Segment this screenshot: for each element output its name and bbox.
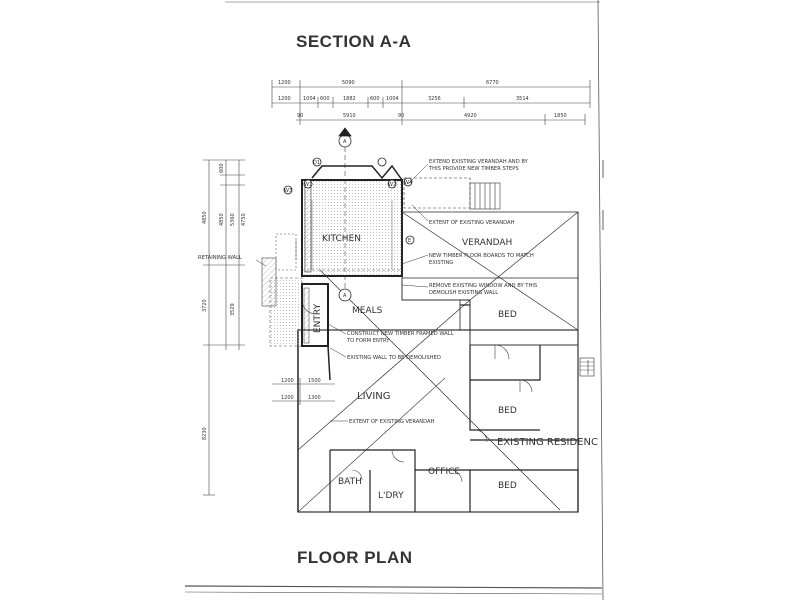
note-extent-verandah-top: EXTENT OF EXISTING VERANDAH [429, 220, 515, 226]
dim-label: 3529 [230, 303, 236, 316]
door-tag: D1 [313, 160, 320, 166]
room-label-verandah: VERANDAH [462, 238, 512, 248]
section-markers [283, 127, 415, 302]
dim-label: 1200 [278, 96, 291, 102]
mid-dimensions [272, 378, 335, 405]
dim-label: 8230 [202, 427, 208, 440]
dim-label: 6770 [486, 80, 499, 86]
room-label-laundry: L'DRY [378, 491, 404, 501]
retaining-wall [261, 233, 297, 307]
sheet-border [184, 0, 604, 600]
dim-label: 90 [398, 113, 404, 119]
room-label-bed: BED [498, 406, 517, 416]
note-wall-demolished: EXISTING WALL TO BE DEMOLISHED [347, 355, 441, 361]
note-construct-wall-2: TO FORM ENTRY [346, 338, 390, 344]
dim-label: 600 [219, 163, 225, 173]
room-label-living: LIVING [357, 391, 391, 402]
note-extend-verandah-2: THIS PROVIDE NEW TIMBER STEPS [428, 166, 519, 172]
room-label-bed: BED [498, 481, 517, 491]
note-floor-boards-2: EXISTING [429, 260, 453, 266]
section-marker-label: A [343, 139, 347, 145]
dim-label: 1200 [278, 80, 291, 86]
dim-label: 1500 [308, 378, 321, 384]
note-extend-verandah-1: EXTEND EXISTING VERANDAH AND BY [429, 159, 529, 165]
verandah-steps [403, 177, 501, 210]
dim-label: 1300 [308, 395, 321, 401]
note-leaders [255, 163, 429, 422]
section-title: SECTION A-A [296, 32, 412, 51]
room-label-meals: MEALS [352, 306, 383, 316]
section-marker-label: A [343, 293, 347, 299]
room-label-entry: ENTRY [313, 303, 323, 333]
note-floor-boards-1: NEW TIMBER FLOOR BOARDS TO MATCH [429, 253, 534, 259]
room-label-kitchen: KITCHEN [322, 234, 361, 244]
dim-label: 5090 [342, 80, 355, 86]
dim-label: 600 [320, 96, 330, 102]
dim-label: 4920 [464, 113, 477, 119]
window-tag: W1 [304, 182, 312, 188]
dim-label: 1200 [281, 378, 294, 384]
elevation-tag: E [408, 238, 411, 244]
note-remove-window-2: DEMOLISH EXISTING WALL [429, 290, 498, 296]
note-retaining-wall: RETAINING WALL [198, 255, 242, 261]
note-remove-window-1: REMOVE EXISTING WINDOW AND BY THIS [429, 283, 537, 289]
window-tag: W4 [404, 180, 412, 186]
dim-label: 3256 [428, 96, 441, 102]
dim-label: 5910 [343, 113, 356, 119]
top-dimension-labels: 1200 5090 6770 1200 1004 600 1882 600 10… [278, 80, 567, 119]
dim-label: 4750 [241, 213, 247, 226]
dim-label: 1200 [281, 395, 294, 401]
left-dimensions [203, 159, 245, 496]
dim-label: 3720 [202, 299, 208, 312]
window-tag: W2 [388, 182, 396, 188]
room-label-bed: BED [498, 310, 517, 320]
dim-label: 90 [297, 113, 303, 119]
dim-label: 1850 [554, 113, 567, 119]
kitchen-extension [301, 164, 403, 277]
dim-label: 1004 [386, 96, 399, 102]
floor-plan-title: FLOOR PLAN [297, 548, 413, 567]
dim-label: 5360 [230, 213, 236, 226]
dim-label: 4850 [219, 213, 225, 226]
dim-label: 3514 [516, 96, 529, 102]
note-construct-wall-1: CONSTRUCT NEW TIMBER FRAMED WALL [347, 331, 454, 337]
entry-area [269, 277, 331, 381]
interior-walls [329, 299, 579, 512]
door-swings [301, 299, 533, 483]
top-dimensions [271, 80, 591, 125]
dim-label: 1004 [303, 96, 316, 102]
room-label-existing-residence: EXISTING RESIDENC [497, 437, 598, 448]
dim-label: 1882 [343, 96, 356, 102]
room-label-bath: BATH [338, 477, 362, 487]
dim-label: 4850 [202, 211, 208, 224]
note-extent-verandah-bottom: EXTENT OF EXISTING VERANDAH [349, 419, 435, 425]
dim-label: 600 [370, 96, 380, 102]
room-label-office: OFFICE [428, 467, 460, 477]
left-dimension-labels: 4850 3720 600 4850 5360 4750 3529 8230 [202, 163, 247, 440]
window-tag: W3 [284, 188, 292, 194]
